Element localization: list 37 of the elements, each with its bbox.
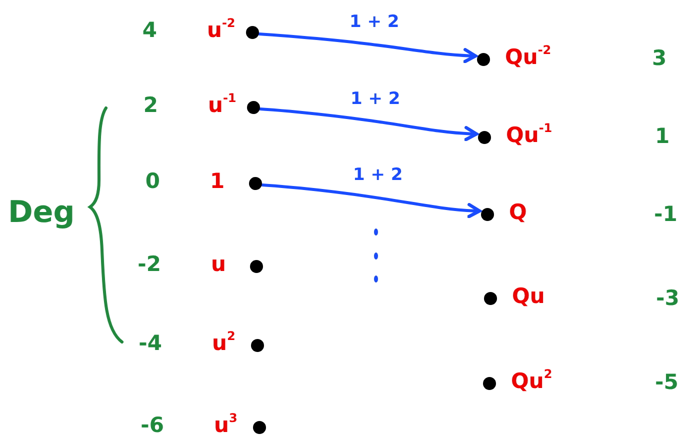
degree-label: -3 bbox=[656, 286, 680, 311]
degree-label: -1 bbox=[654, 202, 678, 227]
dot-marker bbox=[478, 130, 490, 144]
arrow bbox=[261, 184, 482, 218]
dot-marker bbox=[484, 292, 496, 304]
degree-label: -5 bbox=[655, 370, 678, 395]
degree-label: 4 bbox=[142, 18, 157, 42]
monomial-label: u$^{2}$ bbox=[212, 331, 236, 355]
dot-marker bbox=[250, 338, 264, 352]
arrow bbox=[259, 108, 478, 142]
degree-label: -6 bbox=[140, 413, 164, 437]
monomial-label: 1 bbox=[210, 169, 225, 193]
monomial-label: Qu bbox=[512, 284, 545, 308]
degree-label: -4 bbox=[138, 331, 162, 355]
dot-marker bbox=[246, 100, 260, 114]
degree-label: 1 bbox=[655, 124, 670, 149]
degree-label: 3 bbox=[652, 46, 667, 71]
monomial-label: u$^{3}$ bbox=[214, 413, 238, 437]
degree-axis-label: Deg bbox=[8, 196, 75, 230]
monomial-label: u$^{-1}$ bbox=[208, 93, 236, 117]
degree-label: 2 bbox=[143, 93, 158, 117]
dot-marker bbox=[480, 208, 494, 220]
monomial-label: u bbox=[211, 252, 226, 276]
degree-label: -2 bbox=[138, 252, 161, 276]
monomial-label: Qu$^{-1}$ bbox=[506, 123, 552, 147]
monomial-label: Q bbox=[509, 200, 527, 224]
dot-marker bbox=[250, 260, 262, 272]
dot-marker bbox=[248, 176, 262, 190]
monomial-label: u$^{-2}$ bbox=[207, 18, 236, 42]
dot-marker bbox=[252, 420, 266, 434]
degree-label: 0 bbox=[145, 169, 160, 193]
dot-marker bbox=[246, 26, 258, 38]
dot-marker bbox=[482, 376, 496, 390]
monomial-label: Qu$^{2}$ bbox=[511, 369, 552, 393]
monomial-label: Qu$^{-2}$ bbox=[505, 45, 552, 69]
dot-marker bbox=[476, 52, 490, 66]
arrow bbox=[258, 32, 478, 64]
